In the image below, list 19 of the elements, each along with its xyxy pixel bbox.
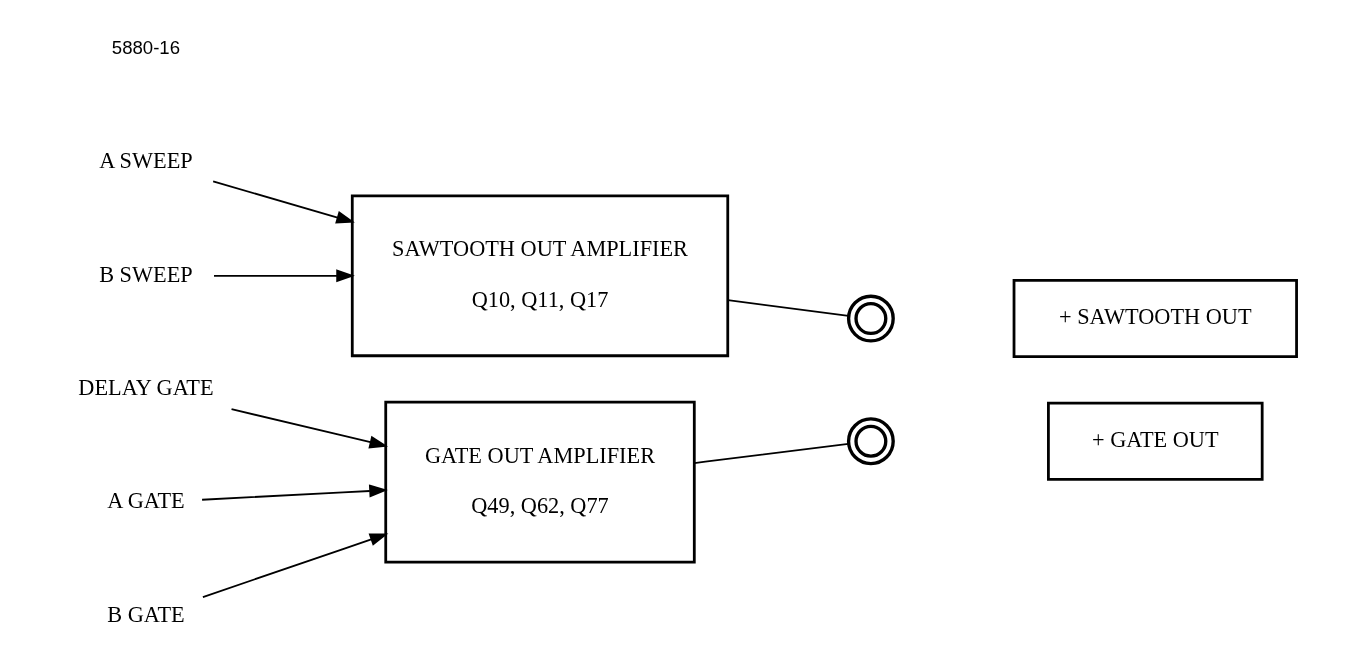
label: 5880-16: [111, 36, 180, 58]
connector: [726, 299, 849, 317]
arrow: [230, 408, 388, 449]
arrow: [211, 180, 355, 224]
node-box: + SAWTOOTH OUT: [1012, 279, 1298, 359]
node-box: SAWTOOTH OUT AMPLIFIER Q10, Q11, Q17: [350, 194, 729, 358]
node-text: A GATE: [106, 488, 185, 514]
node-text: DELAY GATE: [77, 374, 214, 400]
arrow: [212, 269, 355, 283]
node-circle: [846, 417, 895, 466]
node-box: + GATE OUT: [1046, 401, 1264, 481]
arrow: [200, 484, 388, 501]
node-box: GATE OUT AMPLIFIER Q49, Q62, Q77: [383, 400, 696, 564]
node-circle: [846, 294, 895, 343]
node-text: A SWEEP: [98, 148, 193, 174]
node-text: B SWEEP: [98, 261, 193, 287]
connector: [693, 442, 849, 464]
arrow: [201, 533, 388, 598]
node-text: B GATE: [106, 601, 185, 627]
